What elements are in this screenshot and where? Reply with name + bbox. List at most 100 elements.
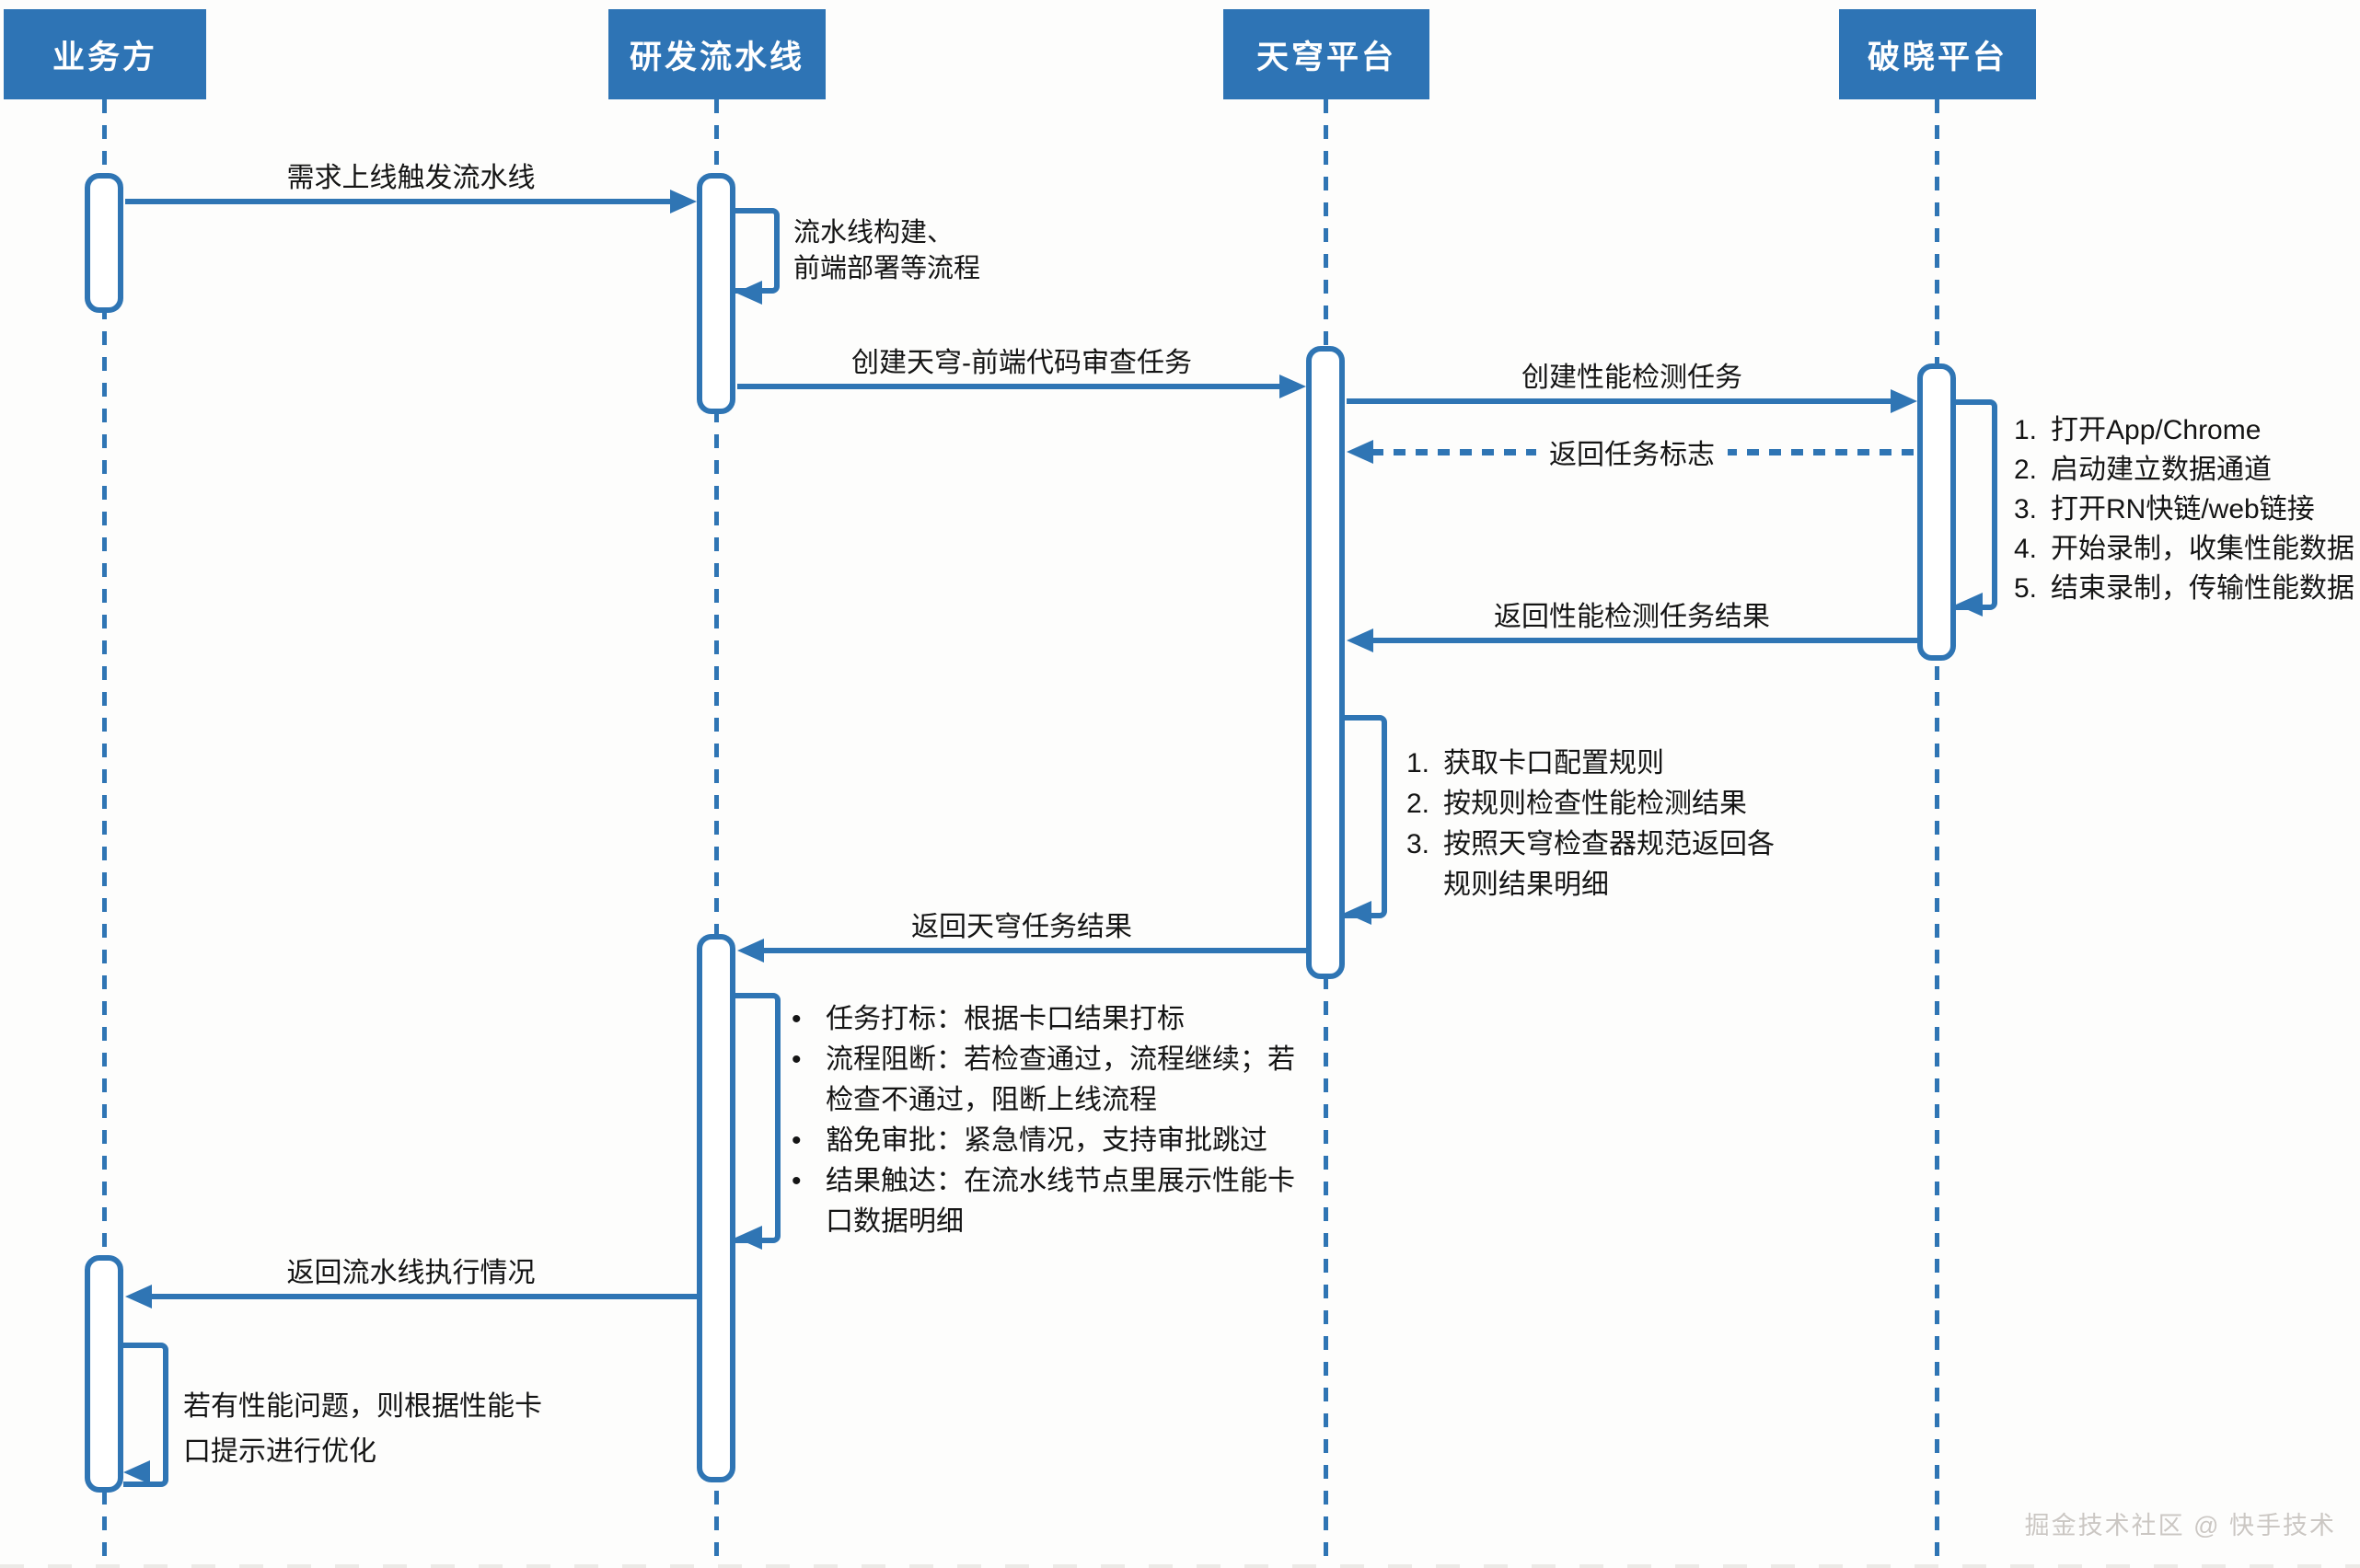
note-line: 2. 启动建立数据通道	[2014, 450, 2354, 490]
note-tianqiong-steps: 1. 获取卡口配置规则 2. 按规则检查性能检测结果 3. 按照天穹检查器规范返回各规则结…	[1406, 744, 1775, 905]
note-pipeline-build: 流水线构建、前端部署等流程	[793, 215, 980, 287]
note-line: 1. 获取卡口配置规则	[1406, 744, 1775, 784]
arrowhead-left-icon	[737, 939, 764, 963]
arrowhead-left-icon	[1347, 440, 1373, 464]
note-business: 若有性能问题，则根据性能卡口提示进行优化	[183, 1384, 542, 1474]
note-line-text: 流程阻断：若检查通过，流程继续；若	[826, 1044, 1295, 1075]
self-loop-pipeline-actions	[735, 993, 781, 1243]
line-marker: 4.	[2014, 534, 2038, 564]
line-marker: 5.	[2014, 573, 2038, 604]
note-line-text: 结果触达：在流水线节点里展示性能卡	[826, 1166, 1295, 1196]
note-line-text: 流水线构建、	[793, 218, 954, 248]
note-line-text: 启动建立数据通道	[2051, 455, 2272, 485]
note-line-text: 按照天穹检查器规范返回各	[1443, 829, 1775, 859]
line-marker: 2.	[2014, 455, 2038, 485]
arrowhead-left-icon	[735, 281, 762, 305]
note-line-text: 口数据明细	[826, 1206, 964, 1237]
actor-pipeline: 研发流水线	[608, 9, 826, 99]
note-line-text: 按规则检查性能检测结果	[1443, 789, 1747, 819]
message-line-1	[125, 199, 677, 204]
note-line-text: 打开RN快链/web链接	[2051, 494, 2315, 525]
message-label-4-text: 返回任务标志	[1536, 432, 1728, 472]
line-marker: 1.	[1406, 748, 1430, 778]
arrowhead-left-icon	[1345, 901, 1371, 925]
note-line: 检查不通过，阻断上线流程	[792, 1080, 1295, 1121]
note-line: 5. 结束录制，传输性能数据	[2014, 569, 2354, 608]
arrowhead-left-icon	[123, 1460, 150, 1484]
note-line: 1. 打开App/Chrome	[2014, 410, 2354, 450]
message-label-3: 创建性能检测任务	[1521, 363, 1742, 393]
message-label-7: 返回流水线执行情况	[286, 1258, 536, 1288]
activation-business-1	[85, 173, 123, 313]
bullet-icon: •	[792, 1044, 802, 1075]
note-line: 若有性能问题，则根据性能卡	[183, 1384, 542, 1429]
note-line-text: 打开App/Chrome	[2051, 415, 2262, 445]
note-line-text: 规则结果明细	[1443, 870, 1609, 900]
message-line-3	[1347, 398, 1901, 404]
note-line: 流水线构建、	[793, 215, 980, 251]
note-line: 前端部署等流程	[793, 251, 980, 287]
arrowhead-right-icon	[1279, 375, 1306, 398]
note-line-text: 检查不通过，阻断上线流程	[826, 1085, 1157, 1115]
note-line: 口数据明细	[792, 1202, 1295, 1242]
note-line-text: 前端部署等流程	[793, 254, 981, 283]
arrowhead-right-icon	[670, 190, 697, 213]
actor-tianqiong: 天穹平台	[1223, 9, 1429, 99]
arrowhead-left-icon	[125, 1285, 152, 1309]
arrowhead-right-icon	[1891, 389, 1917, 413]
activation-pipeline-2	[697, 934, 735, 1482]
activation-tianqiong-1	[1306, 346, 1345, 979]
note-line: 3. 打开RN快链/web链接	[2014, 490, 2354, 529]
note-poxiao-steps: 1. 打开App/Chrome 2. 启动建立数据通道 3. 打开RN快链/web链接 4.…	[2014, 410, 2354, 608]
note-line-text: 任务打标：根据卡口结果打标	[826, 1004, 1185, 1034]
note-line-text: 口提示进行优化	[183, 1436, 376, 1467]
message-label-5: 返回性能检测任务结果	[1494, 602, 1770, 632]
note-line: • 任务打标：根据卡口结果打标	[792, 999, 1295, 1040]
note-line: • 结果触达：在流水线节点里展示性能卡	[792, 1161, 1295, 1202]
actor-business-label: 业务方	[52, 39, 157, 75]
note-line: • 豁免审批：紧急情况，支持审批跳过	[792, 1121, 1295, 1161]
arrowhead-left-icon	[735, 1226, 762, 1250]
line-marker: 2.	[1406, 789, 1430, 819]
lifeline-pipeline	[714, 99, 719, 1562]
canvas-bottom-edge	[0, 1564, 2360, 1568]
arrowhead-left-icon	[1347, 628, 1373, 652]
bullet-icon: •	[792, 1004, 802, 1034]
actor-pipeline-label: 研发流水线	[629, 39, 804, 75]
note-line: 规则结果明细	[1406, 865, 1775, 905]
note-line: 4. 开始录制，收集性能数据	[2014, 529, 2354, 569]
watermark: 掘金技术社区 @ 快手技术	[2024, 1512, 2336, 1539]
message-line-2	[737, 384, 1290, 389]
bullet-icon: •	[792, 1166, 802, 1196]
lifeline-business	[102, 99, 107, 1562]
actor-poxiao-label: 破晓平台	[1867, 39, 2007, 75]
activation-poxiao-1	[1917, 363, 1956, 661]
message-label-6: 返回天穹任务结果	[911, 912, 1132, 942]
message-label-1: 需求上线触发流水线	[286, 163, 536, 193]
lifeline-poxiao	[1935, 99, 1939, 1562]
self-loop-poxiao-steps	[1956, 399, 1997, 610]
actor-tianqiong-label: 天穹平台	[1255, 39, 1396, 75]
note-line-text: 结束录制，传输性能数据	[2051, 573, 2354, 604]
arrowhead-left-icon	[1956, 593, 1983, 617]
actor-business: 业务方	[4, 9, 206, 99]
message-line-6	[753, 948, 1306, 953]
note-line: 3. 按照天穹检查器规范返回各	[1406, 824, 1775, 865]
note-line-text: 豁免审批：紧急情况，支持审批跳过	[826, 1125, 1267, 1156]
note-line-text: 获取卡口配置规则	[1443, 748, 1664, 778]
note-line: 口提示进行优化	[183, 1429, 542, 1474]
note-line: 2. 按规则检查性能检测结果	[1406, 784, 1775, 824]
self-loop-tianqiong-steps	[1345, 715, 1387, 918]
message-label-4: 返回任务标志	[1347, 432, 1917, 472]
line-marker: 3.	[1406, 829, 1430, 859]
actor-poxiao: 破晓平台	[1839, 9, 2036, 99]
message-label-2: 创建天穹-前端代码审查任务	[851, 348, 1192, 378]
note-line-text: 若有性能问题，则根据性能卡	[183, 1391, 542, 1422]
activation-pipeline-1	[697, 173, 735, 414]
line-marker: 3.	[2014, 494, 2038, 525]
note-line-text: 开始录制，收集性能数据	[2051, 534, 2354, 564]
message-line-5	[1362, 638, 1917, 643]
line-marker: 1.	[2014, 415, 2038, 445]
bullet-icon: •	[792, 1125, 802, 1156]
